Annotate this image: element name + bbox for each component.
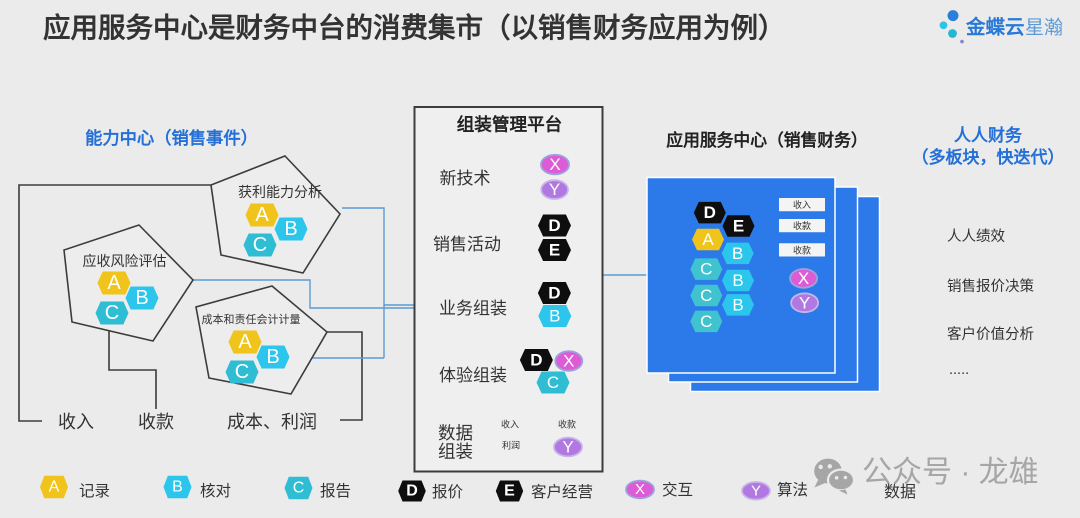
svg-text:X: X (798, 269, 809, 288)
svg-text:收入: 收入 (501, 419, 519, 430)
svg-text:B: B (549, 307, 560, 326)
svg-text:收款: 收款 (558, 419, 576, 430)
svg-text:X: X (549, 155, 560, 174)
svg-text:能力中心（销售事件）: 能力中心（销售事件） (85, 128, 258, 148)
svg-text:人人绩效: 人人绩效 (947, 228, 1005, 245)
svg-text:业务组装: 业务组装 (439, 299, 507, 318)
svg-text:应用服务中心是财务中台的消费集市（以销售财务应用为例）: 应用服务中心是财务中台的消费集市（以销售财务应用为例） (43, 12, 786, 43)
svg-text:A: A (238, 331, 252, 353)
svg-text:组装: 组装 (438, 442, 473, 462)
svg-text:交互: 交互 (662, 481, 693, 499)
svg-text:.....: ..... (949, 362, 969, 378)
svg-text:C: C (253, 234, 267, 256)
svg-text:C: C (293, 480, 305, 497)
svg-text:公众号 · 龙雄: 公众号 · 龙雄 (862, 456, 1039, 489)
svg-text:算法: 算法 (777, 480, 808, 499)
svg-text:E: E (733, 217, 744, 236)
svg-text:D: D (530, 351, 542, 370)
svg-text:B: B (732, 295, 743, 314)
svg-text:数据: 数据 (438, 423, 473, 443)
svg-text:组装管理平台: 组装管理平台 (457, 115, 563, 135)
svg-text:B: B (732, 271, 743, 290)
svg-text:收入: 收入 (58, 412, 94, 432)
svg-text:销售活动: 销售活动 (433, 235, 501, 254)
svg-text:客户价值分析: 客户价值分析 (947, 326, 1034, 343)
svg-text:金蝶云: 金蝶云 (965, 16, 1025, 39)
svg-text:Y: Y (562, 438, 573, 457)
svg-text:C: C (700, 312, 712, 331)
svg-text:D: D (548, 284, 560, 303)
svg-text:A: A (107, 272, 121, 294)
svg-text:A: A (49, 479, 60, 496)
svg-text:Y: Y (751, 482, 761, 499)
svg-text:A: A (255, 204, 269, 226)
svg-text:报告: 报告 (320, 482, 351, 500)
svg-text:D: D (548, 216, 560, 235)
svg-text:C: C (547, 373, 559, 392)
svg-text:C: C (700, 286, 712, 305)
svg-text:星瀚: 星瀚 (1025, 17, 1063, 39)
svg-text:成本和责任会计计量: 成本和责任会计计量 (202, 312, 301, 326)
svg-text:（多板块，快迭代）: （多板块，快迭代） (912, 147, 1065, 167)
svg-text:收款: 收款 (793, 244, 811, 255)
svg-text:B: B (284, 218, 297, 240)
svg-text:E: E (549, 241, 560, 260)
svg-text:成本、利润: 成本、利润 (227, 412, 317, 432)
svg-text:收款: 收款 (138, 412, 174, 432)
svg-text:B: B (266, 346, 279, 368)
svg-text:C: C (105, 302, 119, 324)
svg-text:核对: 核对 (200, 482, 231, 500)
svg-text:E: E (504, 483, 515, 500)
svg-text:C: C (235, 361, 249, 383)
svg-text:客户经营: 客户经营 (531, 483, 593, 501)
svg-text:Y: Y (549, 180, 560, 199)
svg-text:B: B (135, 287, 148, 309)
svg-text:应收风险评估: 应收风险评估 (83, 253, 167, 269)
svg-text:数据: 数据 (884, 483, 916, 501)
svg-text:收入: 收入 (793, 199, 811, 210)
svg-text:A: A (702, 230, 714, 249)
svg-text:C: C (700, 260, 712, 279)
svg-text:人人财务: 人人财务 (954, 125, 1023, 145)
svg-text:Y: Y (799, 293, 810, 312)
svg-text:X: X (563, 352, 574, 371)
svg-text:记录: 记录 (79, 482, 110, 500)
svg-text:报价: 报价 (432, 483, 464, 501)
svg-text:体验组装: 体验组装 (439, 366, 507, 385)
svg-text:获利能力分析: 获利能力分析 (238, 184, 322, 200)
svg-text:销售报价决策: 销售报价决策 (947, 278, 1034, 295)
svg-text:D: D (704, 203, 716, 222)
svg-text:B: B (732, 244, 743, 263)
svg-text:利润: 利润 (502, 440, 520, 451)
svg-text:D: D (406, 483, 418, 500)
svg-text:收款: 收款 (793, 220, 811, 231)
svg-text:X: X (635, 481, 645, 498)
svg-text:应用服务中心（销售财务）: 应用服务中心（销售财务） (666, 130, 867, 150)
svg-text:新技术: 新技术 (440, 169, 491, 188)
svg-text:B: B (172, 479, 183, 496)
